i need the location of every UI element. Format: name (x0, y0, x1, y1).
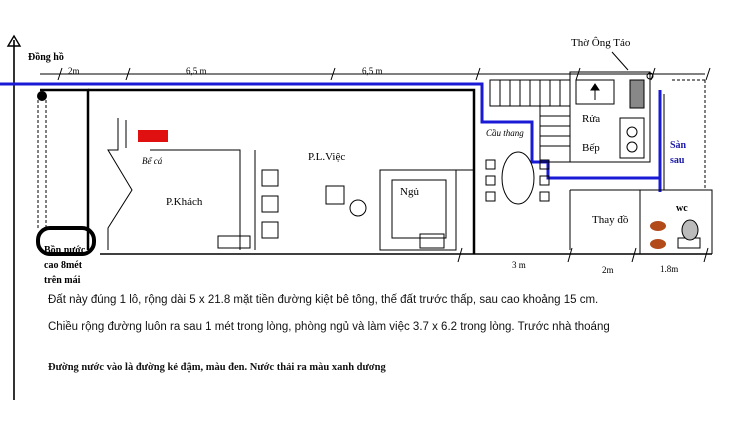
label-bep: Bếp (582, 142, 600, 154)
label-be-ca: Bể cá (142, 156, 163, 166)
dimension-ticks (57, 67, 711, 263)
altar-icon (629, 79, 645, 109)
label-cau-thang: Cầu thang (486, 128, 524, 138)
label-dim-2m-bottom: 2m (602, 265, 614, 275)
house-walls (40, 73, 712, 255)
label-dong-ho: Đồng hồ (28, 52, 64, 63)
changing-room (569, 79, 713, 254)
dining-set (485, 151, 550, 205)
north-arrow (6, 34, 22, 400)
label-sau: sau (670, 155, 685, 166)
living-room (107, 118, 279, 250)
waste-water-line (0, 82, 662, 192)
label-dim-3m: 3 m (512, 260, 526, 270)
label-rua: Rửa (582, 113, 600, 125)
water-tank (36, 226, 96, 256)
label-bon-1: Bồn nước (44, 245, 86, 256)
note-line-2: Chiều rộng đường luôn ra sau 1 mét trong… (48, 321, 610, 333)
label-bon-2: cao 8mét (44, 260, 83, 271)
label-dim-65m-b: 6,5 m (362, 66, 383, 76)
label-dim-65m-a: 6,5 m (186, 66, 207, 76)
bedroom (325, 169, 474, 251)
figure-icon (650, 239, 666, 249)
label-tho-ong-tao: Thờ Ông Táo (571, 37, 631, 49)
label-dim-18m: 1.8m (660, 264, 678, 274)
label-dim-2m-top: 2m (68, 66, 80, 76)
note-line-3: Đường nước vào là đường kẻ đậm, màu đen.… (48, 362, 386, 373)
toilet-icon (681, 219, 699, 241)
label-thay-do: Thay đồ (592, 214, 629, 226)
figure-icon (650, 221, 666, 231)
valve-icon (646, 72, 654, 80)
meter-pipe (37, 91, 47, 228)
fish-tank (138, 130, 168, 142)
label-plviec: P.L.Việc (308, 151, 345, 163)
label-san: Sàn (670, 140, 687, 151)
altar-pointer (611, 51, 629, 71)
label-bon-3: trên mái (44, 275, 81, 286)
label-wc: wc (676, 203, 688, 214)
stair-block (489, 71, 651, 163)
label-ngu: Ngủ (400, 186, 419, 198)
label-pkhach: P.Khách (166, 196, 203, 208)
note-line-1: Đất này đúng 1 lô, rộng dài 5 x 21.8 mặt… (48, 294, 599, 306)
